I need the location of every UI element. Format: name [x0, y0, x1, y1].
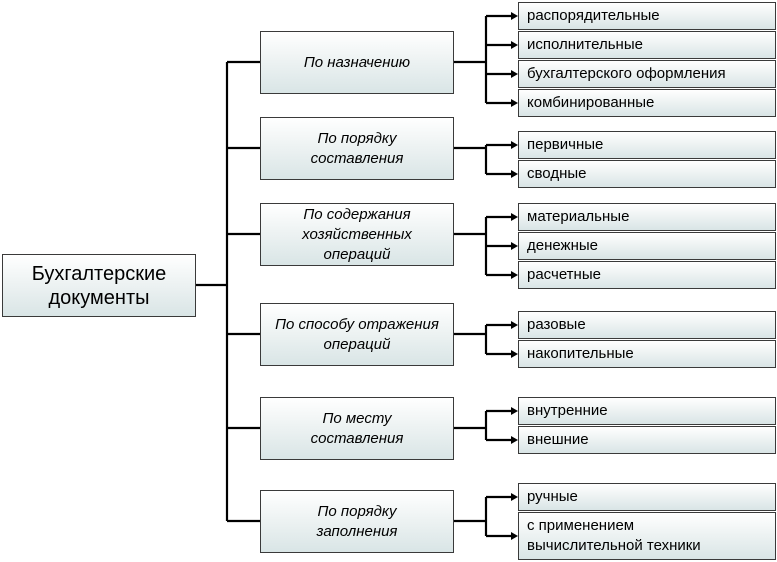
arrowhead	[511, 271, 518, 279]
item-label: денежные	[527, 237, 598, 254]
arrowhead	[511, 436, 518, 444]
category-label: По содержания хозяйственных операций	[302, 205, 412, 263]
arrowhead	[511, 41, 518, 49]
item-label: материальные	[527, 208, 630, 225]
item-label: с применением вычислительной техники	[527, 517, 701, 554]
category-label: По порядку составления	[310, 129, 404, 167]
item-label: распорядительные	[527, 7, 660, 24]
root-node: Бухгалтерские документы	[2, 254, 196, 317]
item-label: внутренние	[527, 402, 608, 419]
item-box: с применением вычислительной техники	[518, 512, 776, 560]
category-operation-content: По содержания хозяйственных операций	[260, 203, 454, 266]
arrowhead	[511, 170, 518, 178]
item-box: исполнительные	[518, 31, 776, 59]
arrowhead	[511, 493, 518, 501]
item-box: накопительные	[518, 340, 776, 368]
item-label: ручные	[527, 488, 578, 505]
item-box: внутренние	[518, 397, 776, 425]
arrowhead	[511, 321, 518, 329]
item-box: бухгалтерского оформления	[518, 60, 776, 88]
arrowhead	[511, 350, 518, 358]
category-reflection-method: По способу отражения операций	[260, 303, 454, 366]
category-purpose: По назначению	[260, 31, 454, 94]
item-box: распорядительные	[518, 2, 776, 30]
arrowhead	[511, 407, 518, 415]
item-box: материальные	[518, 203, 776, 231]
item-label: расчетные	[527, 266, 601, 283]
arrowhead	[511, 141, 518, 149]
item-box: ручные	[518, 483, 776, 511]
item-label: разовые	[527, 316, 586, 333]
arrowhead	[511, 12, 518, 20]
item-label: первичные	[527, 136, 604, 153]
item-box: сводные	[518, 160, 776, 188]
item-label: комбинированные	[527, 94, 655, 111]
root-label: Бухгалтерские документы	[31, 262, 167, 309]
arrowhead	[511, 70, 518, 78]
category-label: По месту составления	[310, 409, 404, 447]
item-label: исполнительные	[527, 36, 643, 53]
category-label: По способу отражения операций	[275, 315, 439, 353]
category-label: По порядку заполнения	[316, 502, 398, 540]
item-box: внешние	[518, 426, 776, 454]
item-label: сводные	[527, 165, 587, 182]
item-box: первичные	[518, 131, 776, 159]
arrowhead	[511, 532, 518, 540]
item-box: расчетные	[518, 261, 776, 289]
item-label: внешние	[527, 431, 589, 448]
item-box: денежные	[518, 232, 776, 260]
category-compilation-place: По месту составления	[260, 397, 454, 460]
item-label: бухгалтерского оформления	[527, 65, 726, 82]
item-box: разовые	[518, 311, 776, 339]
arrowhead	[511, 242, 518, 250]
category-compilation-order: По порядку составления	[260, 117, 454, 180]
arrowhead	[511, 99, 518, 107]
category-label: По назначению	[303, 53, 411, 71]
item-box: комбинированные	[518, 89, 776, 117]
arrowhead	[511, 213, 518, 221]
item-label: накопительные	[527, 345, 634, 362]
category-filling-order: По порядку заполнения	[260, 490, 454, 553]
